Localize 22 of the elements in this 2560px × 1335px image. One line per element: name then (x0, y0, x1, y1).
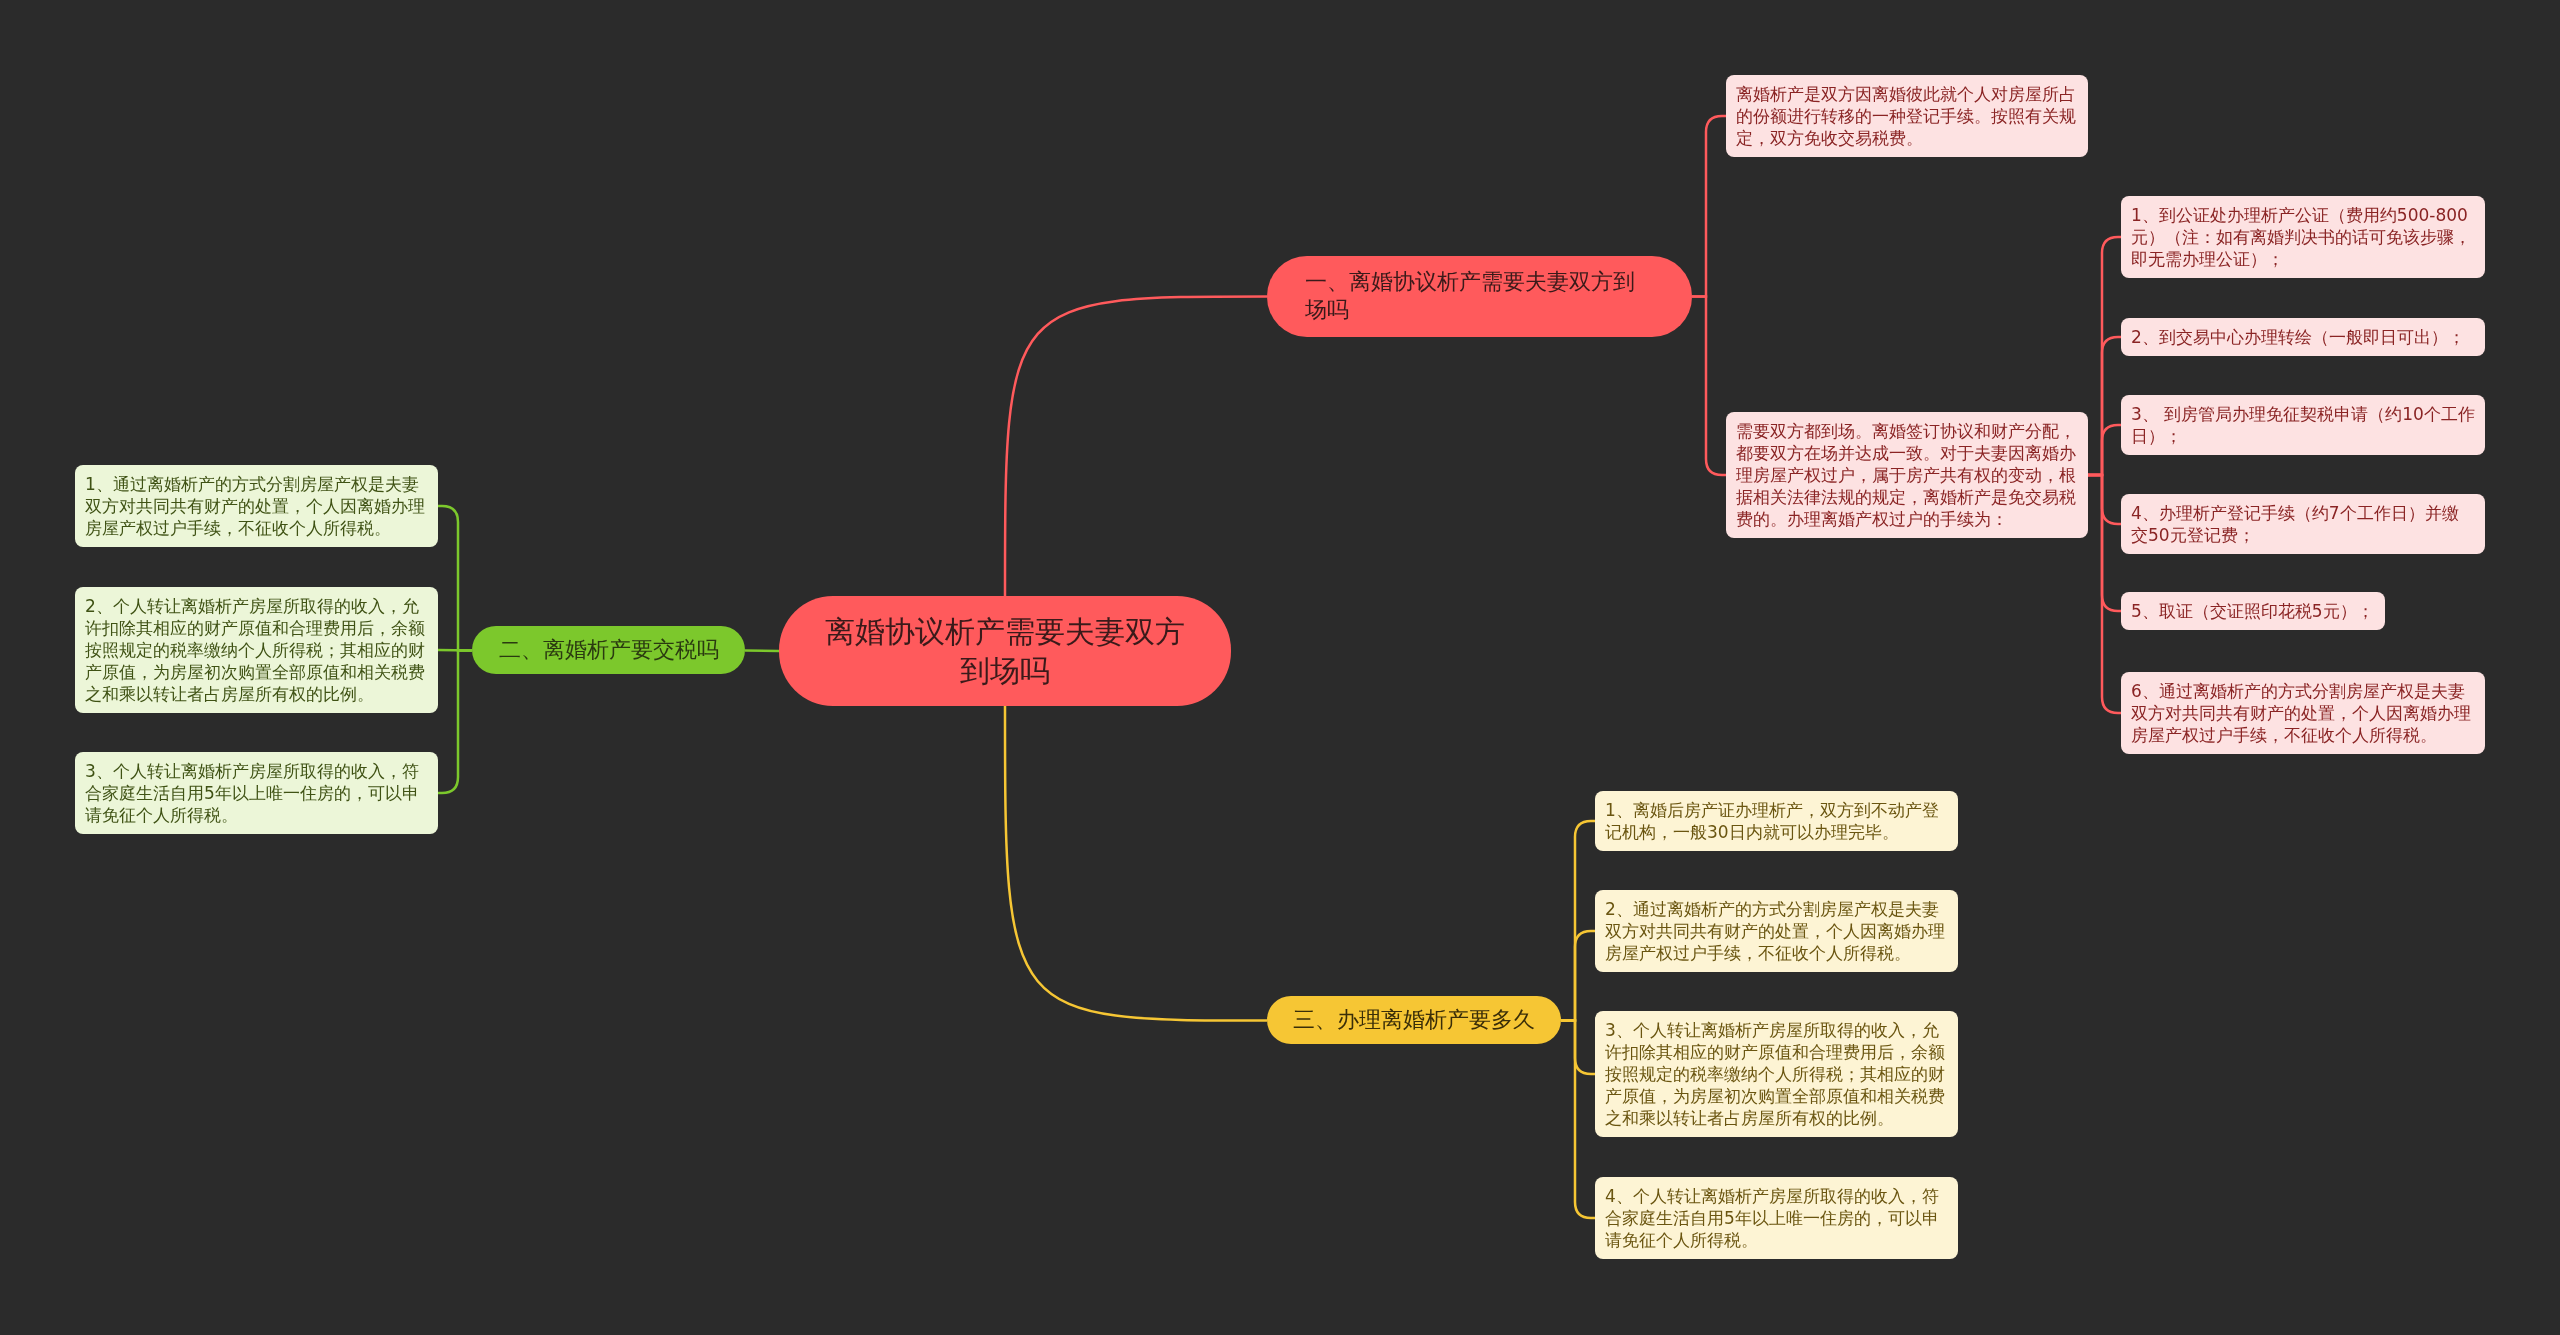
branch-topic: 一、离婚协议析产需要夫妻双方到场吗 (1267, 255, 1692, 337)
note-box: 3、个人转让离婚析产房屋所取得的收入，允许扣除其相应的财产原值和合理费用后，余额按照规定的税率缴纳个人所得税；其相应的财产原值，为房屋初次购置全部原值和相关税费之和乘以转让者占房屋所有权的比例。 (1595, 1011, 1958, 1138)
note-box: 5、取证（交证照印花税5元）； (2121, 592, 2385, 631)
note-box: 需要双方都到场。离婚签订协议和财产分配，都要双方在场并达成一致。对于夫妻因离婚办理房屋产权过户，属于房产共有权的变动，根据相关法律法规的规定，离婚析产是免交易税费的。办理离婚产权过户的手续为： (1726, 412, 2088, 539)
note-box: 1、离婚后房产证办理析产，双方到不动产登记机构，一般30日内就可以办理完毕。 (1595, 791, 1958, 852)
note-box: 6、通过离婚析产的方式分割房屋产权是夫妻双方对共同共有财产的处置，个人因离婚办理房屋产权过户手续，不征收个人所得税。 (2121, 672, 2485, 755)
note-box: 1、通过离婚析产的方式分割房屋产权是夫妻双方对共同共有财产的处置，个人因离婚办理房屋产权过户手续，不征收个人所得税。 (75, 465, 438, 548)
note-box: 4、个人转让离婚析产房屋所取得的收入，符合家庭生活自用5年以上唯一住房的，可以申请免征个人所得税。 (1595, 1177, 1958, 1260)
note-box: 2、个人转让离婚析产房屋所取得的收入，允许扣除其相应的财产原值和合理费用后，余额按照规定的税率缴纳个人所得税；其相应的财产原值，为房屋初次购置全部原值和相关税费之和乘以转让者占房屋所有权的比例。 (75, 587, 438, 714)
note-box: 3、 到房管局办理免征契税申请（约10个工作日）； (2121, 395, 2485, 456)
branch-topic: 二、离婚析产要交税吗 (472, 625, 745, 675)
note-box: 离婚析产是双方因离婚彼此就个人对房屋所占的份额进行转移的一种登记手续。按照有关规定，双方免收交易税费。 (1726, 75, 2088, 158)
note-box: 2、通过离婚析产的方式分割房屋产权是夫妻双方对共同共有财产的处置，个人因离婚办理房屋产权过户手续，不征收个人所得税。 (1595, 890, 1958, 973)
central-topic: 离婚协议析产需要夫妻双方到场吗 (779, 596, 1231, 706)
connector-line (1003, 706, 1267, 1022)
note-box: 3、个人转让离婚析产房屋所取得的收入，符合家庭生活自用5年以上唯一住房的，可以申请免征个人所得税。 (75, 752, 438, 835)
branch-topic: 三、办理离婚析产要多久 (1267, 995, 1561, 1045)
connector-line (745, 649, 779, 653)
note-box: 2、到交易中心办理转绘（一般即日可出）； (2121, 318, 2485, 357)
connector-line (1003, 295, 1267, 596)
note-box: 4、办理析产登记手续（约7个工作日）并缴交50元登记费； (2121, 494, 2485, 555)
note-box: 1、到公证处办理析产公证（费用约500-800元）（注：如有离婚判决书的话可免该步骤，即无需办理公证）； (2121, 196, 2485, 279)
